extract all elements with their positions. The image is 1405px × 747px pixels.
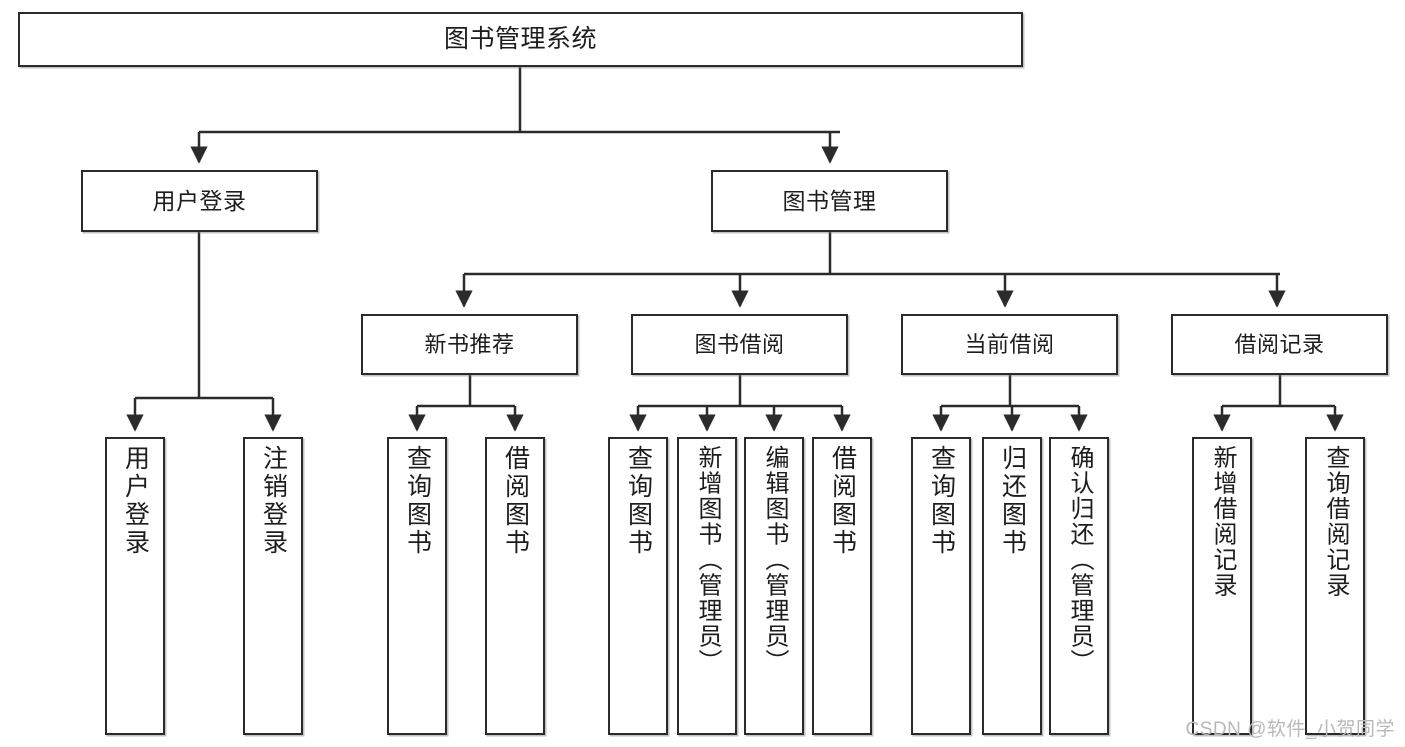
leaf-add-borrow-record[interactable]: 新增借阅记录 xyxy=(1192,437,1252,735)
leaf-add-borrow-record-label: 新增借阅记录 xyxy=(1209,445,1236,598)
leaf-query-book-recommend-label: 查询图书 xyxy=(403,445,432,557)
leaf-borrow-book-recommend-label: 借阅图书 xyxy=(501,445,530,557)
node-current-borrow[interactable]: 当前借阅 xyxy=(901,314,1118,375)
leaf-user-login-label: 用户登录 xyxy=(121,445,150,557)
leaf-borrow-book-recommend[interactable]: 借阅图书 xyxy=(485,437,545,735)
leaf-query-borrow-record[interactable]: 查询借阅记录 xyxy=(1305,437,1365,735)
leaf-query-borrow-record-label: 查询借阅记录 xyxy=(1322,445,1349,598)
leaf-confirm-return-admin-label: 确认归还（管理员） xyxy=(1066,445,1093,675)
leaf-user-login[interactable]: 用户登录 xyxy=(105,437,165,735)
node-book-management[interactable]: 图书管理 xyxy=(711,170,948,232)
node-book-borrow[interactable]: 图书借阅 xyxy=(631,314,848,375)
leaf-edit-book-admin[interactable]: 编辑图书（管理员） xyxy=(744,437,804,735)
node-borrow-record-label: 借阅记录 xyxy=(1234,331,1325,357)
leaf-user-logout-label: 注销登录 xyxy=(259,445,288,557)
leaf-query-book-recommend[interactable]: 查询图书 xyxy=(387,437,447,735)
leaf-borrow-book[interactable]: 借阅图书 xyxy=(812,437,872,735)
leaf-edit-book-admin-label: 编辑图书（管理员） xyxy=(761,445,788,675)
node-borrow-record[interactable]: 借阅记录 xyxy=(1171,314,1388,375)
node-user-login[interactable]: 用户登录 xyxy=(81,170,318,232)
leaf-return-book-label: 归还图书 xyxy=(998,445,1027,557)
node-new-book-recommend-label: 新书推荐 xyxy=(424,331,515,357)
leaf-query-book-borrow[interactable]: 查询图书 xyxy=(608,437,668,735)
leaf-query-book-current-label: 查询图书 xyxy=(927,445,956,557)
node-user-login-label: 用户登录 xyxy=(152,187,247,214)
leaf-add-book-admin-label: 新增图书（管理员） xyxy=(694,445,721,675)
csdn-watermark: CSDN @软件_小贺同学 xyxy=(1185,719,1395,740)
leaf-confirm-return-admin[interactable]: 确认归还（管理员） xyxy=(1049,437,1109,735)
leaf-user-logout[interactable]: 注销登录 xyxy=(243,437,303,735)
leaf-add-book-admin[interactable]: 新增图书（管理员） xyxy=(677,437,737,735)
node-book-borrow-label: 图书借阅 xyxy=(694,331,785,357)
node-book-management-label: 图书管理 xyxy=(782,187,877,214)
leaf-query-book-current[interactable]: 查询图书 xyxy=(911,437,971,735)
node-root-label: 图书管理系统 xyxy=(443,25,597,54)
node-new-book-recommend[interactable]: 新书推荐 xyxy=(361,314,578,375)
leaf-borrow-book-label: 借阅图书 xyxy=(828,445,857,557)
node-root[interactable]: 图书管理系统 xyxy=(18,12,1023,67)
leaf-query-book-borrow-label: 查询图书 xyxy=(624,445,653,557)
node-current-borrow-label: 当前借阅 xyxy=(964,331,1055,357)
leaf-return-book[interactable]: 归还图书 xyxy=(982,437,1042,735)
